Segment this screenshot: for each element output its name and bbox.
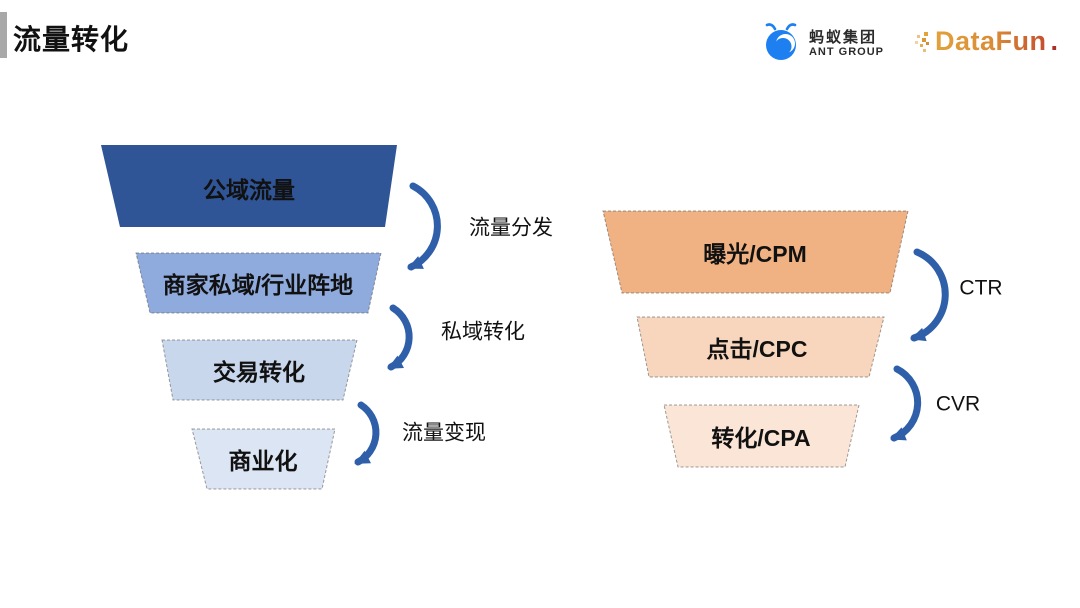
page-title: 流量转化 <box>13 24 130 55</box>
ant-group-wordmark: 蚂蚁集团 ANT GROUP <box>809 29 884 59</box>
funnel-stage-label: 交易转化 <box>213 359 305 385</box>
curved-arrow-icon <box>387 304 413 371</box>
funnel-stage-click-cpc <box>636 316 885 378</box>
funnel-stage-label: 点击/CPC <box>707 336 808 362</box>
funnel-stage-commercialization <box>191 428 336 490</box>
arrow-label-cvr: CVR <box>936 393 980 416</box>
funnel-stage-label: 曝光/CPM <box>703 241 807 267</box>
funnel-stage-label: 转化/CPA <box>711 425 810 451</box>
ant-group-name-cn: 蚂蚁集团 <box>808 28 877 46</box>
funnel-stage-public-traffic <box>101 145 397 227</box>
funnel-stage-private-domain <box>135 252 382 314</box>
curved-arrow-icon <box>910 248 949 342</box>
arrow-label-private-conversion: 私域转化 <box>441 321 525 344</box>
left-funnel: 公域流量 商家私域/行业阵地 交易转化 商业化 流量分发 私域转化 流量变现 <box>101 145 553 490</box>
arrow-label-ctr: CTR <box>959 277 1002 300</box>
right-funnel: 曝光/CPM 点击/CPC 转化/CPA CTR CVR <box>602 210 1003 468</box>
header-logos: 蚂蚁集团 ANT GROUP DataFun. <box>761 20 1058 67</box>
curved-arrow-icon <box>354 401 380 466</box>
funnel-stage-label: 商业化 <box>229 448 298 474</box>
ant-group-logo: 蚂蚁集团 ANT GROUP <box>761 20 884 67</box>
curved-arrow-icon <box>890 365 922 442</box>
arrow-label-traffic-monetization: 流量变现 <box>402 422 486 445</box>
datafun-wordmark: DataFun <box>934 26 1047 56</box>
datafun-dots-icon <box>914 26 932 61</box>
funnel-stage-transaction <box>161 339 358 401</box>
funnel-stage-exposure-cpm <box>602 210 909 294</box>
curved-arrow-icon <box>407 182 441 271</box>
funnel-stage-label: 公域流量 <box>203 177 295 203</box>
arrow-label-traffic-distribution: 流量分发 <box>469 217 553 240</box>
funnel-stage-label: 商家私域/行业阵地 <box>163 272 353 298</box>
ant-group-name-en: ANT GROUP <box>808 45 884 58</box>
datafun-period: . <box>1050 26 1058 56</box>
datafun-logo: DataFun. <box>914 26 1058 61</box>
funnel-stage-conversion-cpa <box>663 404 860 468</box>
ant-group-icon <box>761 20 801 67</box>
title-accent-bar <box>0 12 7 58</box>
